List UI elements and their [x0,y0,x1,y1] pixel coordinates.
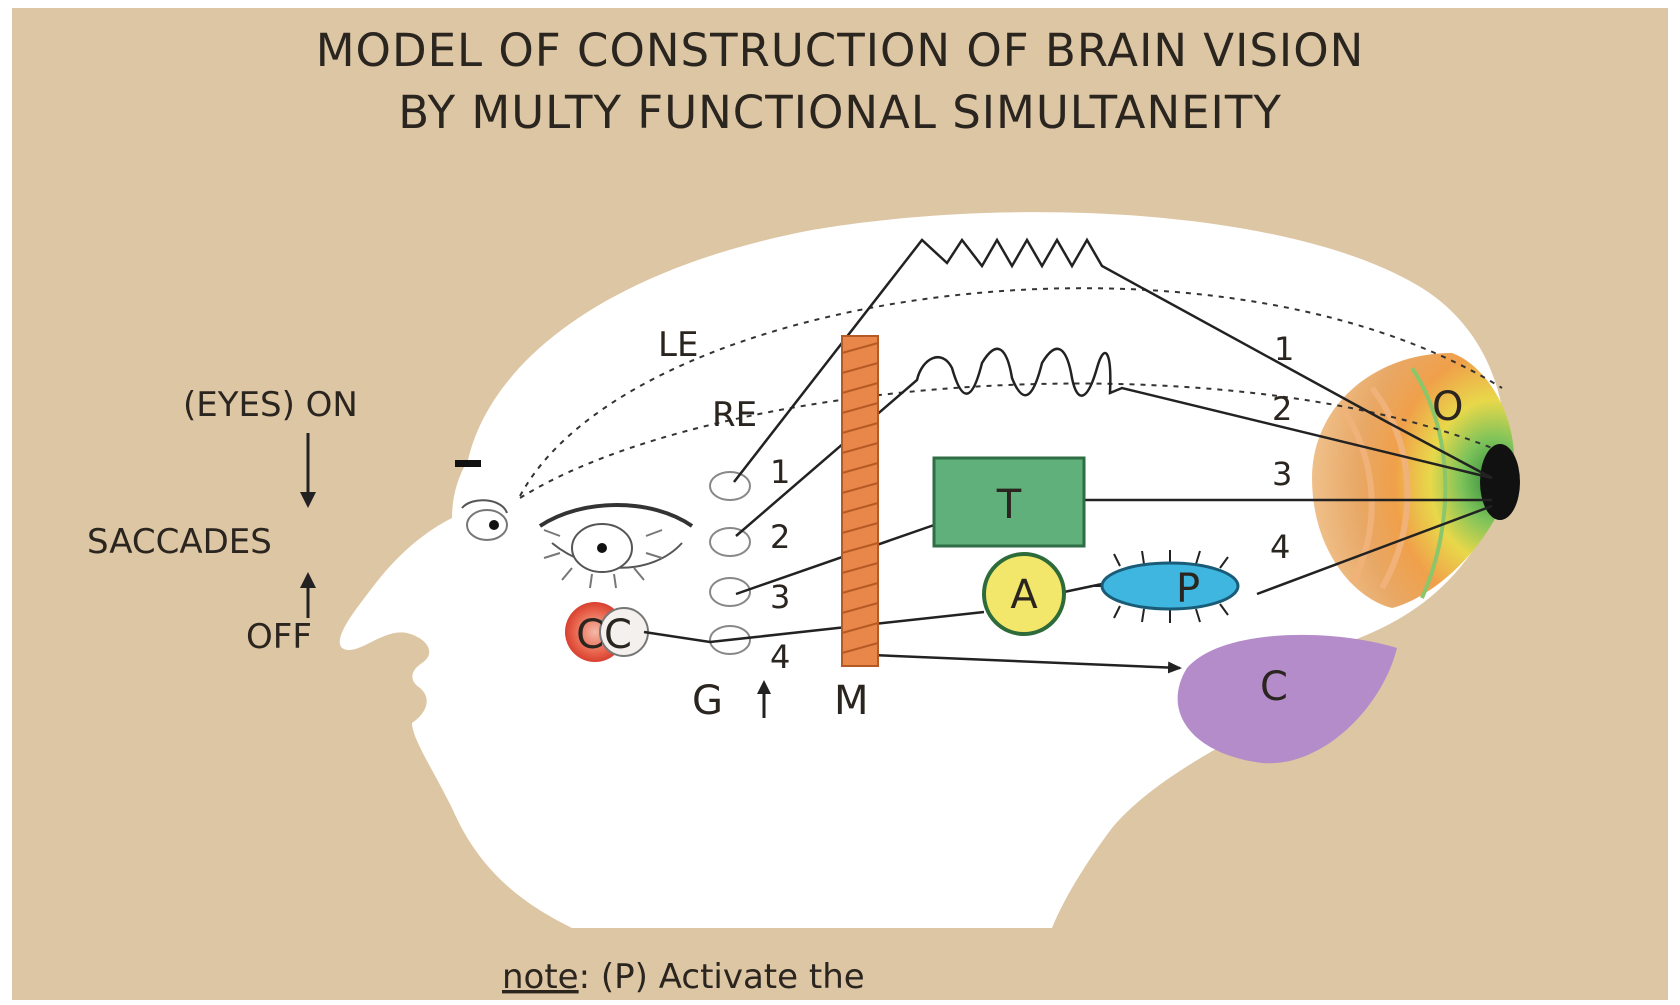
face-eye [467,510,507,540]
arrow-up-head [300,572,316,588]
title-line-2: BY MULTY FUNCTIONAL SIMULTANEITY [398,86,1282,139]
note-text: note: (P) Activate the [502,957,865,997]
right-number-3: 3 [1272,455,1292,493]
right-number-4: 4 [1270,528,1290,566]
label-le: LE [658,325,698,365]
node-p-label: P [1176,566,1200,612]
arrow-down-head [300,492,316,508]
head-silhouette [340,212,1506,928]
node-c-label: C [1260,664,1288,710]
input-node-2 [710,528,750,556]
label-eyes-on: (EYES) ON [183,385,358,425]
node-o-label: O [1432,384,1463,430]
node-t-label: T [996,482,1022,528]
left-number-3: 3 [770,578,790,616]
input-node-1 [710,472,750,500]
node-m-bar [842,336,878,666]
right-number-2: 2 [1272,390,1292,428]
label-re: RE [712,395,757,435]
left-number-1: 1 [770,453,790,491]
node-cc-label: CC [576,612,632,658]
label-off: OFF [246,617,312,657]
note-prefix: note [502,957,579,997]
left-number-2: 2 [770,518,790,556]
label-saccades: SACCADES [87,522,272,562]
node-g-label: G [692,678,723,724]
eyebrow [455,460,481,467]
node-a-label: A [1010,572,1038,618]
node-m-label: M [834,678,869,724]
note-body: : (P) Activate the [579,957,865,997]
face-eye-pupil [489,520,499,530]
right-number-1: 1 [1274,330,1294,368]
title-line-1: MODEL OF CONSTRUCTION OF BRAIN VISION [316,24,1365,77]
diagram-frame: MODEL OF CONSTRUCTION OF BRAIN VISION BY… [12,8,1668,1000]
brain-vision-diagram: MODEL OF CONSTRUCTION OF BRAIN VISION BY… [12,8,1668,1000]
left-number-4: 4 [770,638,790,676]
